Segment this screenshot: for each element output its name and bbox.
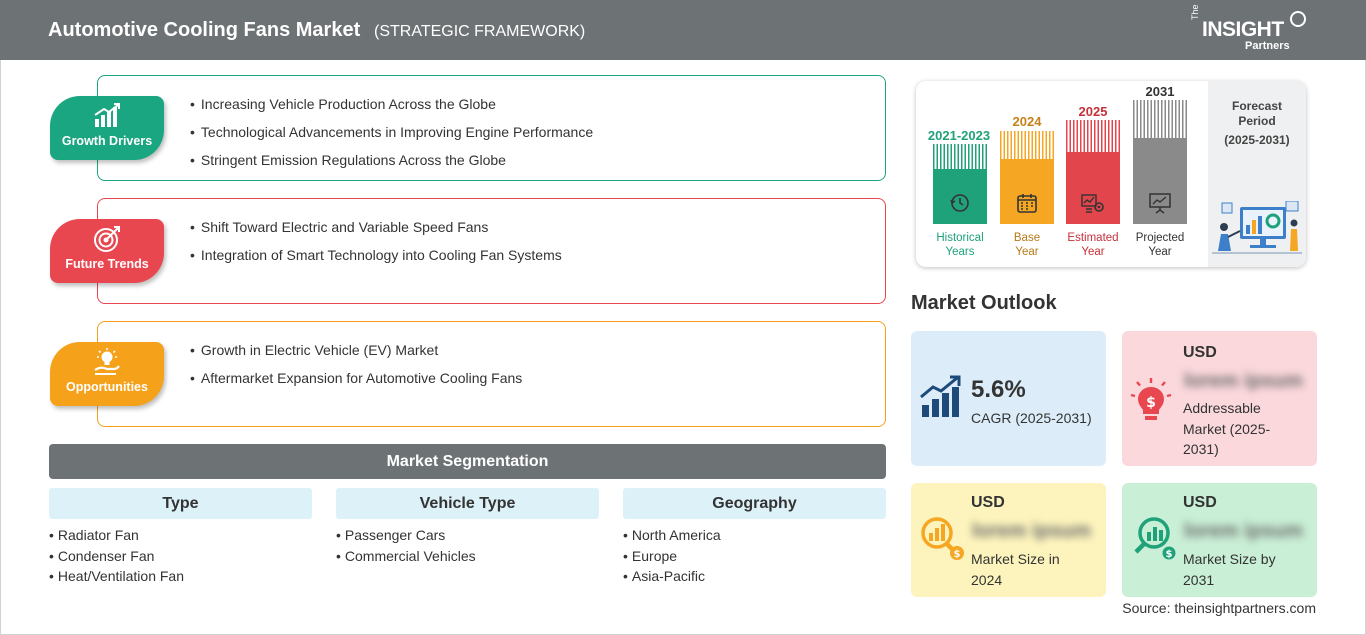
size-2024-value: lorem ipsum <box>972 520 1091 542</box>
forecast-period-range: (2025-2031) <box>1224 133 1290 147</box>
cagr-card: 5.6% CAGR (2025-2031) <box>911 331 1106 466</box>
list-item: Technological Advancements in Improving … <box>190 118 593 146</box>
future-trends-box: Shift Toward Electric and Variable Speed… <box>97 198 886 304</box>
segment-type-list: Radiator Fan Condenser Fan Heat/Ventilat… <box>49 525 312 587</box>
logo-insight-text: INSIGHT <box>1202 18 1284 41</box>
bar-year-label: 2024 <box>1012 114 1042 129</box>
growth-chart-icon <box>919 375 963 424</box>
addressable-usd: USD <box>1183 344 1217 361</box>
bar-year-label: 2025 <box>1078 104 1108 119</box>
list-item: Heat/Ventilation Fan <box>49 566 312 587</box>
addressable-desc: Addressable Market (2025-2031) <box>1183 400 1271 457</box>
opportunities-badge: Opportunities <box>50 342 164 406</box>
list-item: Growth in Electric Vehicle (EV) Market <box>190 336 522 364</box>
logo-partners-text: Partners <box>1245 40 1290 52</box>
magnifier-dollar-icon: $ <box>917 515 965 566</box>
dollar-bulb-icon: $ <box>1129 377 1173 428</box>
list-item: Integration of Smart Technology into Coo… <box>190 241 562 269</box>
base-bar <box>1000 131 1054 224</box>
growth-drivers-label: Growth Drivers <box>61 134 153 148</box>
addressable-market-card: USD lorem ipsum $ Addressable Market (20… <box>1122 331 1317 466</box>
history-clock-icon <box>933 192 987 214</box>
bar-year-label: 2031 <box>1145 84 1175 99</box>
future-trends-label: Future Trends <box>65 257 149 271</box>
svg-text:$: $ <box>954 549 961 560</box>
page-subtitle: (STRATEGIC FRAMEWORK) <box>374 23 586 40</box>
list-item: Shift Toward Electric and Variable Speed… <box>190 213 562 241</box>
segment-vehicle-type-list: Passenger Cars Commercial Vehicles <box>336 525 599 566</box>
bar-chart-growth-icon <box>50 102 164 130</box>
calendar-icon <box>1000 192 1054 214</box>
opportunities-list: Growth in Electric Vehicle (EV) Market A… <box>190 336 522 392</box>
list-item: Aftermarket Expansion for Automotive Coo… <box>190 364 522 392</box>
insight-partners-logo[interactable]: The INSIGHT Partners <box>1190 4 1320 54</box>
page-title: Automotive Cooling Fans Market <box>48 19 361 41</box>
market-size-2031-card: USD lorem ipsum $ Market Size by 2031 <box>1122 483 1317 597</box>
future-trends-list: Shift Toward Electric and Variable Speed… <box>190 213 562 269</box>
magnifier-chart-dollar-icon: $ <box>1128 515 1176 566</box>
growth-drivers-list: Increasing Vehicle Production Across the… <box>190 90 593 174</box>
future-trends-badge: Future Trends <box>50 219 164 283</box>
list-item: Stringent Emission Regulations Across th… <box>190 146 593 174</box>
segment-type: Type Radiator Fan Condenser Fan Heat/Ven… <box>49 488 312 587</box>
size-2031-value: lorem ipsum <box>1184 520 1303 542</box>
market-outlook-title: Market Outlook <box>911 292 1057 314</box>
cagr-label: CAGR (2025-2031) <box>971 410 1092 426</box>
market-segmentation-header: Market Segmentation <box>49 444 886 479</box>
target-icon <box>50 225 164 253</box>
historical-bar <box>933 144 987 224</box>
estimated-bar <box>1066 120 1120 224</box>
segment-geography-header: Geography <box>623 488 886 519</box>
growth-drivers-badge: Growth Drivers <box>50 96 164 160</box>
lightbulb-hand-icon <box>50 348 164 376</box>
opportunities-box: Growth in Electric Vehicle (EV) Market A… <box>97 321 886 427</box>
market-size-2024-card: USD lorem ipsum $ Market Size in 2024 <box>911 483 1106 597</box>
projected-bar <box>1133 100 1187 224</box>
growth-drivers-box: Increasing Vehicle Production Across the… <box>97 75 886 181</box>
source-credit[interactable]: Source: theinsightpartners.com <box>1122 600 1316 616</box>
svg-text:$: $ <box>1166 549 1173 560</box>
size-2031-desc: Market Size by 2031 <box>1183 551 1276 588</box>
list-item: Asia-Pacific <box>623 566 886 587</box>
list-item: Europe <box>623 546 886 567</box>
bar-year-label: 2021-2023 <box>927 128 991 143</box>
list-item: North America <box>623 525 886 546</box>
size-2024-usd: USD <box>971 494 1005 511</box>
list-item: Radiator Fan <box>49 525 312 546</box>
segment-type-header: Type <box>49 488 312 519</box>
opportunities-label: Opportunities <box>66 380 148 394</box>
list-item: Condenser Fan <box>49 546 312 567</box>
list-item: Commercial Vehicles <box>336 546 599 567</box>
addressable-value: lorem ipsum <box>1184 370 1303 392</box>
size-2024-desc: Market Size in 2024 <box>971 551 1060 588</box>
list-item: Passenger Cars <box>336 525 599 546</box>
header-bar: Automotive Cooling Fans Market (STRATEGI… <box>0 0 1366 60</box>
size-2031-usd: USD <box>1183 494 1217 511</box>
list-item: Increasing Vehicle Production Across the… <box>190 90 593 118</box>
segment-geography-list: North America Europe Asia-Pacific <box>623 525 886 587</box>
cagr-value: 5.6% <box>971 376 1026 403</box>
segment-geography: Geography North America Europe Asia-Paci… <box>623 488 886 587</box>
logo-the-text: The <box>1190 4 1200 20</box>
analyst-dashboard-illustration-icon <box>1212 200 1302 261</box>
segment-vehicle-type-header: Vehicle Type <box>336 488 599 519</box>
svg-text:$: $ <box>1146 395 1156 411</box>
logo-ring-icon <box>1290 11 1306 27</box>
estimate-gears-icon <box>1066 192 1120 214</box>
presentation-chart-icon <box>1133 192 1187 214</box>
segment-vehicle-type: Vehicle Type Passenger Cars Commercial V… <box>336 488 599 566</box>
